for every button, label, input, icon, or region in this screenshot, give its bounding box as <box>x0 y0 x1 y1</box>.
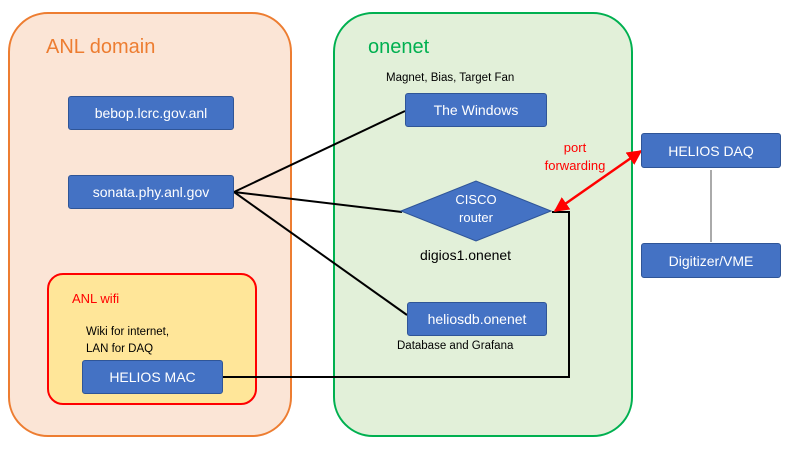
port-forwarding-label: port forwarding <box>535 139 615 175</box>
sonata-node: sonata.phy.anl.gov <box>68 175 234 209</box>
wifi-description-line1: Wiki for internet, <box>86 326 170 338</box>
cisco-router-label: CISCO router <box>401 191 551 227</box>
link-sonata-windows <box>233 110 406 193</box>
wifi-description-line2: LAN for DAQ <box>86 343 154 355</box>
router-label-line1: CISCO <box>455 192 497 207</box>
heliosdb-node: heliosdb.onenet <box>407 302 547 336</box>
anl-domain-title: ANL domain <box>46 36 156 58</box>
router-hostname: digios1.onenet <box>420 247 512 263</box>
link-sonata-heliosdb <box>233 191 408 316</box>
helios-daq-node: HELIOS DAQ <box>641 133 781 168</box>
anl-wifi-title: ANL wifi <box>72 291 120 306</box>
bebop-node: bebop.lcrc.gov.anl <box>68 96 234 130</box>
link-sonata-router <box>233 191 403 213</box>
port-forwarding-line1: port <box>563 140 587 155</box>
digitizer-node: Digitizer/VME <box>641 243 781 278</box>
router-label-line2: router <box>459 210 493 225</box>
heliosdb-description: Database and Grafana <box>397 340 514 352</box>
port-forwarding-arrow <box>553 149 643 213</box>
link-mac-router <box>223 211 570 378</box>
wifi-description: Wiki for internet, LAN for DAQ <box>86 324 169 358</box>
windows-node: The Windows <box>405 93 547 127</box>
port-forwarding-line2: forwarding <box>544 158 606 173</box>
onenet-title: onenet <box>368 36 430 58</box>
cisco-router-shape <box>399 180 553 242</box>
windows-description: Magnet, Bias, Target Fan <box>386 72 515 84</box>
helios-mac-node: HELIOS MAC <box>82 360 223 394</box>
